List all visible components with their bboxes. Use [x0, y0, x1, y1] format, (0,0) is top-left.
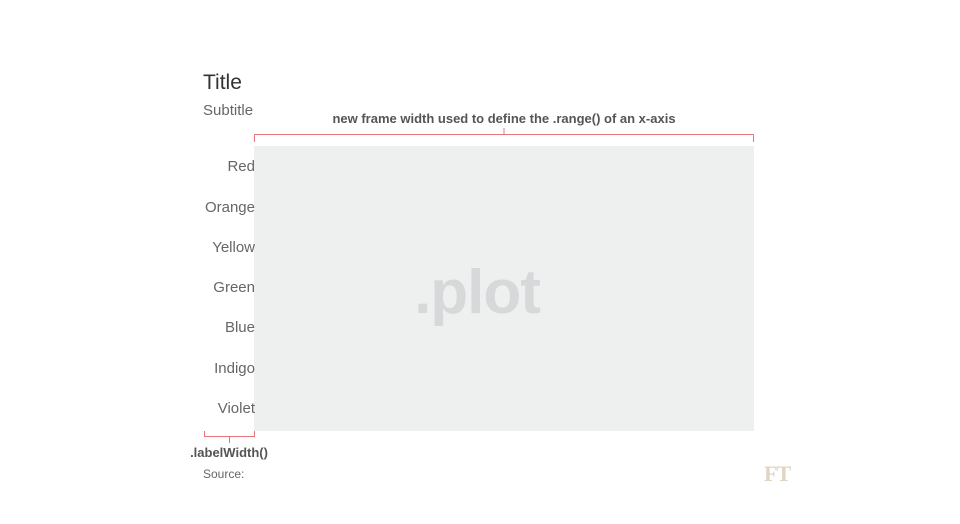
category-label-yellow: Yellow — [212, 239, 255, 256]
category-label-red: Red — [227, 158, 255, 175]
plot-area: .plot — [254, 146, 754, 431]
frame-width-annotation: new frame width used to define the .rang… — [332, 111, 676, 126]
label-width-annotation: .labelWidth() — [190, 445, 268, 460]
chart-subtitle: Subtitle — [203, 102, 254, 119]
category-label-orange: Orange — [204, 199, 255, 216]
label-width-bracket-line — [204, 431, 255, 443]
ft-logo: FT — [764, 461, 791, 486]
category-label-violet: Violet — [217, 400, 255, 417]
plot-label: .plot — [414, 258, 541, 327]
category-label-blue: Blue — [224, 319, 255, 336]
frame-width-bracket-line — [254, 128, 754, 142]
source-note: Source: — [203, 467, 245, 481]
category-label-green: Green — [213, 279, 255, 296]
chart-title: Title — [203, 71, 242, 94]
category-label-indigo: Indigo — [214, 360, 255, 377]
